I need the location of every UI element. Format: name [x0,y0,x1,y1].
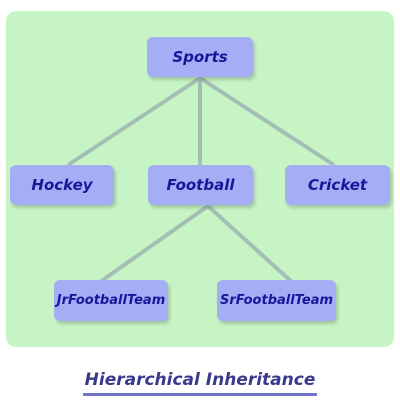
node-hockey: Hockey [10,165,114,205]
edge-sports-hockey [66,76,202,167]
edge-sports-cricket [198,76,336,167]
node-football: Football [148,165,253,205]
node-cricket: Cricket [285,165,390,205]
node-sports: Sports [147,37,253,77]
edge-football-srfootballteam [206,204,294,284]
node-jrfootballteam: JrFootballTeam [54,280,168,321]
edge-football-jrfootballteam [98,204,210,284]
caption-text: Hierarchical Inheritance [82,369,318,396]
diagram-caption: Hierarchical Inheritance [0,369,400,396]
node-srfootballteam: SrFootballTeam [217,280,336,321]
